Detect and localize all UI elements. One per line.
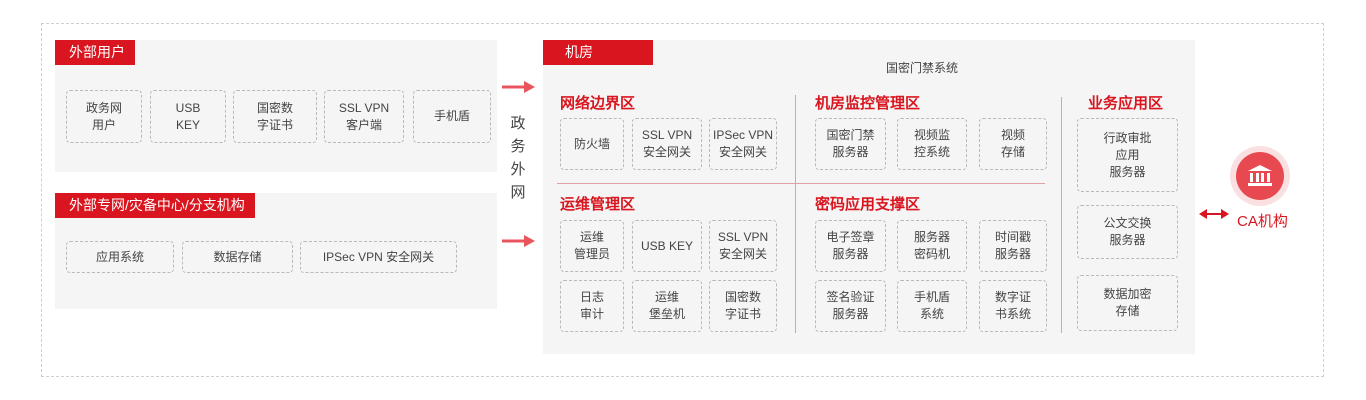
border-zone-item: 防火墙 <box>560 118 624 170</box>
crypto-zone-item: 签名验证 服务器 <box>815 280 886 332</box>
external-network-title: 外部专网/灾备中心/分支机构 <box>55 193 255 218</box>
gov-network-label: 政 务 外 网 <box>510 115 526 201</box>
diagram-frame <box>41 23 1324 377</box>
external-user-item: SSL VPN 客户端 <box>324 90 404 143</box>
monitor-zone-item: 视频 存储 <box>979 118 1047 170</box>
border-zone-item: SSL VPN 安全网关 <box>632 118 702 170</box>
ops-zone-item: 国密数 字证书 <box>709 280 777 332</box>
ca-label: CA机构 <box>1237 213 1288 230</box>
machine-room-title: 机房 <box>543 40 653 65</box>
crypto-zone-item: 服务器 密码机 <box>897 220 967 272</box>
external-network-item: 应用系统 <box>66 241 174 273</box>
zone-title-business: 业务应用区 <box>1088 95 1164 112</box>
external-user-item: 政务网 用户 <box>66 90 142 143</box>
divider <box>1061 97 1062 333</box>
crypto-zone-item: 数字证 书系统 <box>979 280 1047 332</box>
external-user-item: 手机盾 <box>413 90 491 143</box>
business-zone-item: 行政审批 应用 服务器 <box>1077 118 1178 192</box>
crypto-zone-item: 时间戳 服务器 <box>979 220 1047 272</box>
arrow-right-icon <box>502 81 535 93</box>
ops-zone-item: 运维 管理员 <box>560 220 624 272</box>
zone-title-ops: 运维管理区 <box>560 196 636 213</box>
monitor-zone-item: 国密门禁 服务器 <box>815 118 886 170</box>
ops-zone-item: 日志 审计 <box>560 280 624 332</box>
divider <box>557 183 1045 184</box>
business-zone-item: 数据加密 存储 <box>1077 275 1178 331</box>
zone-title-border: 网络边界区 <box>560 95 636 112</box>
zone-title-monitor: 机房监控管理区 <box>815 95 921 112</box>
business-zone-item: 公文交换 服务器 <box>1077 205 1178 259</box>
bank-icon <box>1236 152 1284 200</box>
arrow-right-icon <box>502 235 535 247</box>
external-network-item: 数据存储 <box>182 241 293 273</box>
external-user-item: USB KEY <box>150 90 226 143</box>
crypto-zone-item: 手机盾 系统 <box>897 280 967 332</box>
external-network-item: IPSec VPN 安全网关 <box>300 241 457 273</box>
monitor-zone-item: 视频监 控系统 <box>897 118 967 170</box>
double-arrow-icon <box>1199 209 1229 219</box>
machine-room-subtitle: 国密门禁系统 <box>886 61 959 75</box>
external-users-title: 外部用户 <box>55 40 135 65</box>
external-user-item: 国密数 字证书 <box>233 90 317 143</box>
ops-zone-item: SSL VPN 安全网关 <box>709 220 777 272</box>
crypto-zone-item: 电子签章 服务器 <box>815 220 886 272</box>
divider <box>795 95 796 333</box>
ops-zone-item: USB KEY <box>632 220 702 272</box>
border-zone-item: IPSec VPN 安全网关 <box>709 118 777 170</box>
zone-title-crypto: 密码应用支撑区 <box>815 196 921 213</box>
ops-zone-item: 运维 堡垒机 <box>632 280 702 332</box>
